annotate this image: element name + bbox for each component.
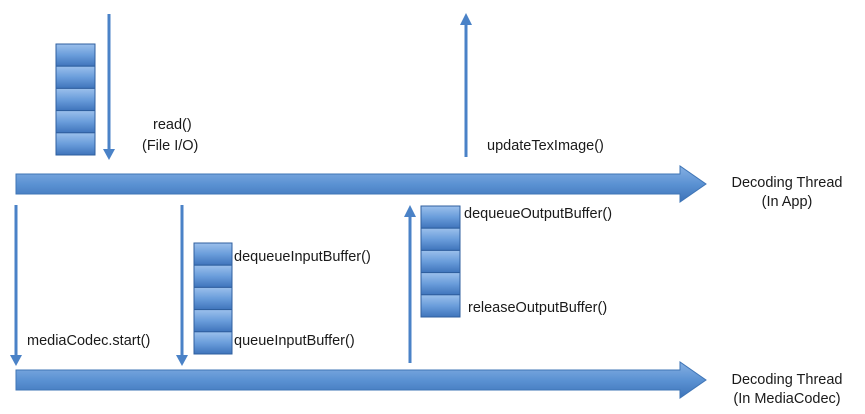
- queue-input-down-arrow: [176, 205, 188, 366]
- output-buffer-cell: [420, 294, 461, 318]
- file-buffer-cell: [55, 132, 96, 156]
- update-tex-image-label: updateTexImage(): [487, 138, 604, 154]
- output-buffer-cell: [420, 249, 461, 274]
- file-buffer-cell: [55, 43, 96, 67]
- dequeue-output-buffer-label: dequeueOutputBuffer(): [464, 206, 613, 222]
- input-buffer-cell: [193, 242, 233, 266]
- output-buffer-cell: [420, 227, 461, 251]
- read-down-arrow: [103, 14, 115, 160]
- codec-thread-label-line1: Decoding Thread: [731, 372, 843, 388]
- file-buffer-cell: [55, 87, 96, 112]
- update-tex-image-up-arrow: [460, 13, 472, 157]
- input-buffer-stack: [193, 242, 233, 355]
- file-buffer-cell: [55, 110, 96, 134]
- file-input-buffer-stack: [55, 43, 96, 156]
- media-codec-start-label: mediaCodec.start(): [27, 333, 151, 349]
- dequeue-output-up-arrow: [404, 205, 416, 363]
- input-buffer-cell: [193, 286, 233, 311]
- read-label: read(): [153, 117, 192, 133]
- app-thread-arrow: [15, 165, 707, 203]
- file-io-label: (File I/O): [142, 138, 199, 154]
- media-codec-start-down-arrow: [10, 205, 22, 366]
- app-thread-label-line2: (In App): [761, 194, 813, 210]
- file-buffer-cell: [55, 65, 96, 89]
- queue-input-buffer-label: queueInputBuffer(): [234, 333, 355, 349]
- app-thread-label-line1: Decoding Thread: [731, 175, 843, 191]
- input-buffer-cell: [193, 309, 233, 333]
- input-buffer-cell: [193, 264, 233, 288]
- dequeue-input-buffer-label: dequeueInputBuffer(): [234, 249, 371, 265]
- output-buffer-stack: [420, 205, 461, 318]
- input-buffer-cell: [193, 331, 233, 355]
- output-buffer-cell: [420, 205, 461, 229]
- codec-thread-label-line2: (In MediaCodec): [733, 391, 841, 407]
- output-buffer-cell: [420, 272, 461, 296]
- release-output-buffer-label: releaseOutputBuffer(): [468, 300, 608, 316]
- codec-thread-arrow: [15, 361, 707, 399]
